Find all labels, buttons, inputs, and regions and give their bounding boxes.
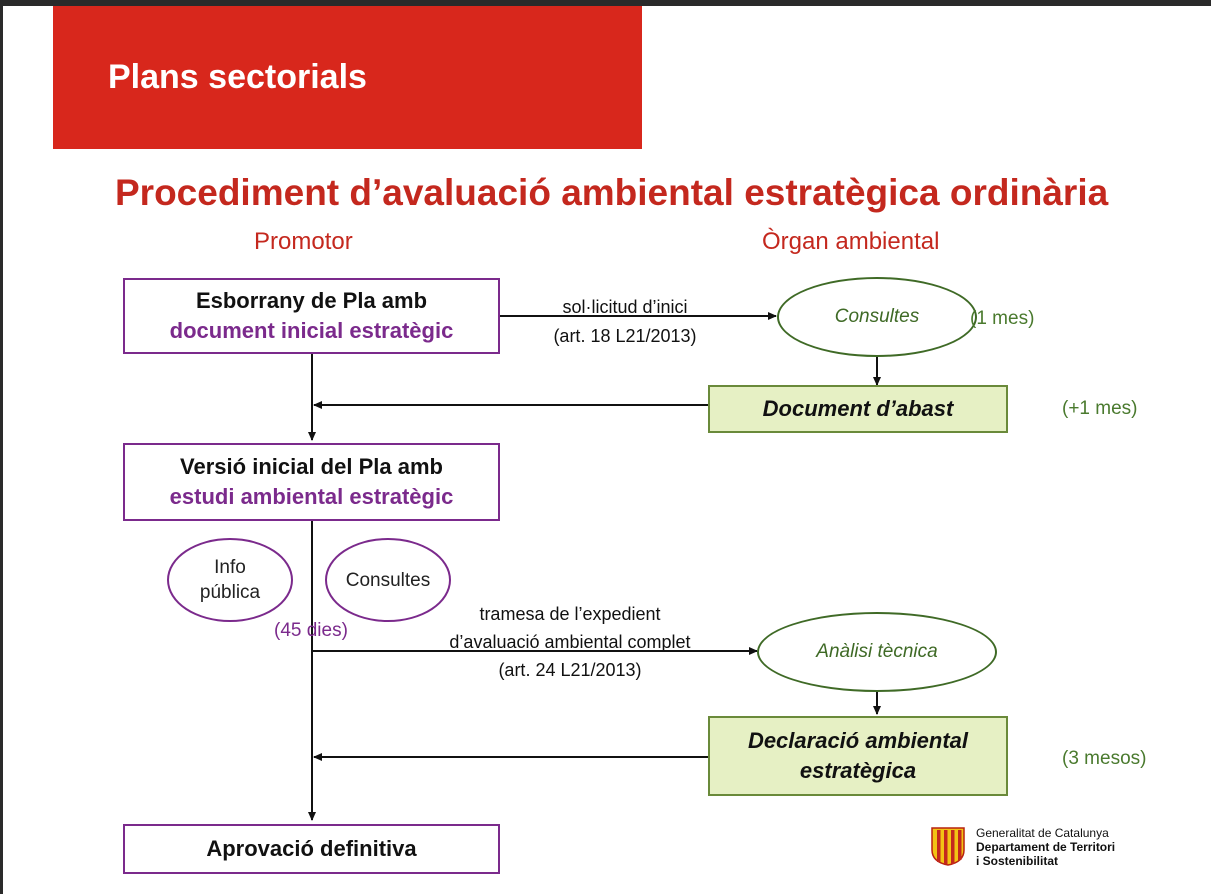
- frame-left-border: [0, 0, 3, 894]
- generalitat-logo-icon: [931, 827, 965, 866]
- node-aprovacio-definitiva: Aprovació definitiva: [123, 824, 500, 874]
- column-header-organ-ambiental: Òrgan ambiental: [762, 228, 940, 255]
- edge-solicitud-line1: sol·licitud d’inici: [562, 297, 688, 317]
- duration-consultes: (1 mes): [970, 308, 1035, 329]
- node-esborrany-line1: Esborrany de Pla amb: [195, 288, 428, 313]
- edge-solicitud-line2: (art. 18 L21/2013): [553, 326, 697, 346]
- node-analisi-label: Anàlisi tècnica: [816, 641, 938, 662]
- frame-top-border: [0, 0, 1211, 6]
- node-aprovacio-label: Aprovació definitiva: [206, 836, 417, 861]
- banner-title: Plans sectorials: [108, 58, 367, 96]
- node-esborrany: Esborrany de Pla amb document inicial es…: [123, 278, 500, 354]
- logo-line3: i Sostenibilitat: [976, 854, 1059, 868]
- node-consultes-publiques-label: Consultes: [345, 569, 431, 591]
- node-document-abast: Document d’abast: [708, 385, 1008, 433]
- logo-line1: Generalitat de Catalunya: [976, 826, 1109, 840]
- duration-abast: (+1 mes): [1062, 398, 1138, 419]
- duration-info-publica: (45 dies): [274, 620, 348, 641]
- node-declaracio-line1: Declaració ambiental: [747, 728, 969, 753]
- node-versio-inicial: Versió inicial del Pla amb estudi ambien…: [123, 443, 500, 521]
- node-consultes-publiques: Consultes: [325, 538, 451, 622]
- node-consultes-ellipse: Consultes: [777, 277, 977, 357]
- node-info-publica: Info pública: [167, 538, 293, 622]
- node-consultes-label: Consultes: [834, 306, 920, 327]
- node-versio-line2: estudi ambiental estratègic: [169, 484, 454, 509]
- duration-declaracio: (3 mesos): [1062, 748, 1147, 769]
- edge-tramesa-line3: (art. 24 L21/2013): [498, 660, 642, 680]
- diagram-title: Procediment d’avaluació ambiental estrat…: [115, 172, 1109, 213]
- node-versio-line1: Versió inicial del Pla amb: [180, 454, 443, 479]
- node-declaracio-ambiental: Declaració ambiental estratègica: [708, 716, 1008, 796]
- logo-text: Generalitat de Catalunya Departament de …: [976, 826, 1115, 868]
- node-info-publica-line2: pública: [199, 582, 261, 603]
- logo-line2: Departament de Territori: [976, 840, 1116, 854]
- column-header-promotor: Promotor: [254, 228, 353, 255]
- edge-tramesa-line1: tramesa de l’expedient: [479, 604, 661, 624]
- node-analisi-tecnica: Anàlisi tècnica: [757, 612, 997, 692]
- node-info-publica-line1: Info: [214, 557, 246, 578]
- edge-tramesa-line2: d’avaluació ambiental complet: [449, 632, 691, 652]
- header-banner: [53, 6, 642, 149]
- node-document-abast-label: Document d’abast: [762, 396, 954, 421]
- node-esborrany-line2: document inicial estratègic: [169, 318, 454, 343]
- node-declaracio-line2: estratègica: [799, 758, 917, 783]
